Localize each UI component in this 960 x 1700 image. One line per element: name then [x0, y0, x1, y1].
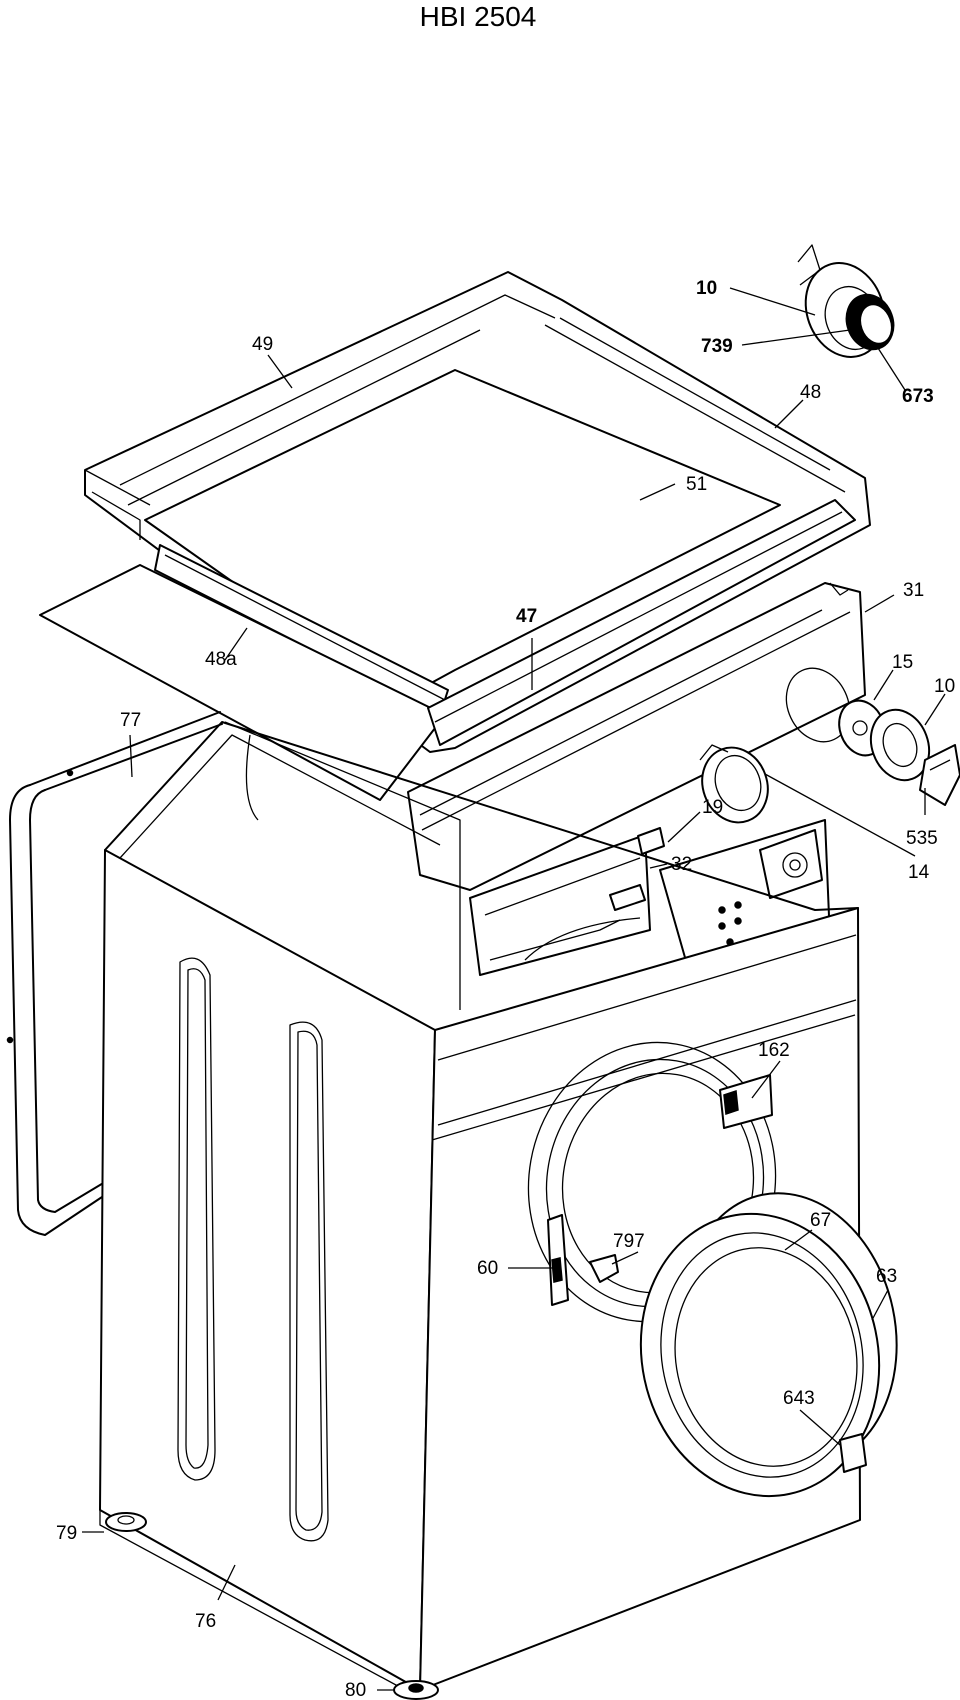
callout-79: 79 — [56, 1523, 77, 1544]
callout-19: 19 — [702, 797, 723, 818]
callout-77: 77 — [120, 710, 141, 731]
callout-10-top: 10 — [696, 278, 717, 299]
door-assembly — [639, 1192, 898, 1498]
knob-assembly-right — [838, 699, 960, 806]
callout-15: 15 — [892, 652, 913, 673]
callout-673: 673 — [902, 386, 934, 407]
leader-lines — [82, 287, 946, 1691]
knob-assembly-top — [797, 244, 895, 358]
callout-48a: 48a — [205, 649, 237, 670]
callout-643: 643 — [783, 1388, 815, 1409]
callout-49: 49 — [252, 334, 273, 355]
push-button-part-19 — [637, 827, 665, 855]
detergent-drawer-part-32 — [469, 834, 651, 976]
foot-part-79 — [105, 1512, 147, 1532]
callout-51: 51 — [686, 474, 707, 495]
callout-10-right: 10 — [934, 676, 955, 697]
callout-31: 31 — [903, 580, 924, 601]
callout-67: 67 — [810, 1210, 831, 1231]
front-cap-part-47 — [427, 499, 856, 746]
callout-60: 60 — [477, 1258, 498, 1279]
callout-32: 32 — [671, 854, 692, 875]
hinge-part-60 — [547, 1214, 569, 1306]
callout-162: 162 — [758, 1040, 790, 1061]
callout-14: 14 — [908, 862, 930, 883]
callout-797: 797 — [613, 1231, 645, 1252]
latch-part-797 — [589, 1254, 619, 1283]
foot-part-80 — [393, 1680, 439, 1700]
diagram-title: HBI 2504 — [420, 1, 537, 32]
callout-48: 48 — [800, 382, 821, 403]
callout-76: 76 — [195, 1611, 216, 1632]
callout-80: 80 — [345, 1680, 366, 1700]
callout-739: 739 — [701, 336, 733, 357]
gasket-part-77 — [6, 711, 223, 1236]
callout-47: 47 — [516, 606, 537, 627]
callout-535: 535 — [906, 828, 938, 849]
callout-63: 63 — [876, 1266, 897, 1287]
control-panel-part-31 — [407, 582, 866, 891]
